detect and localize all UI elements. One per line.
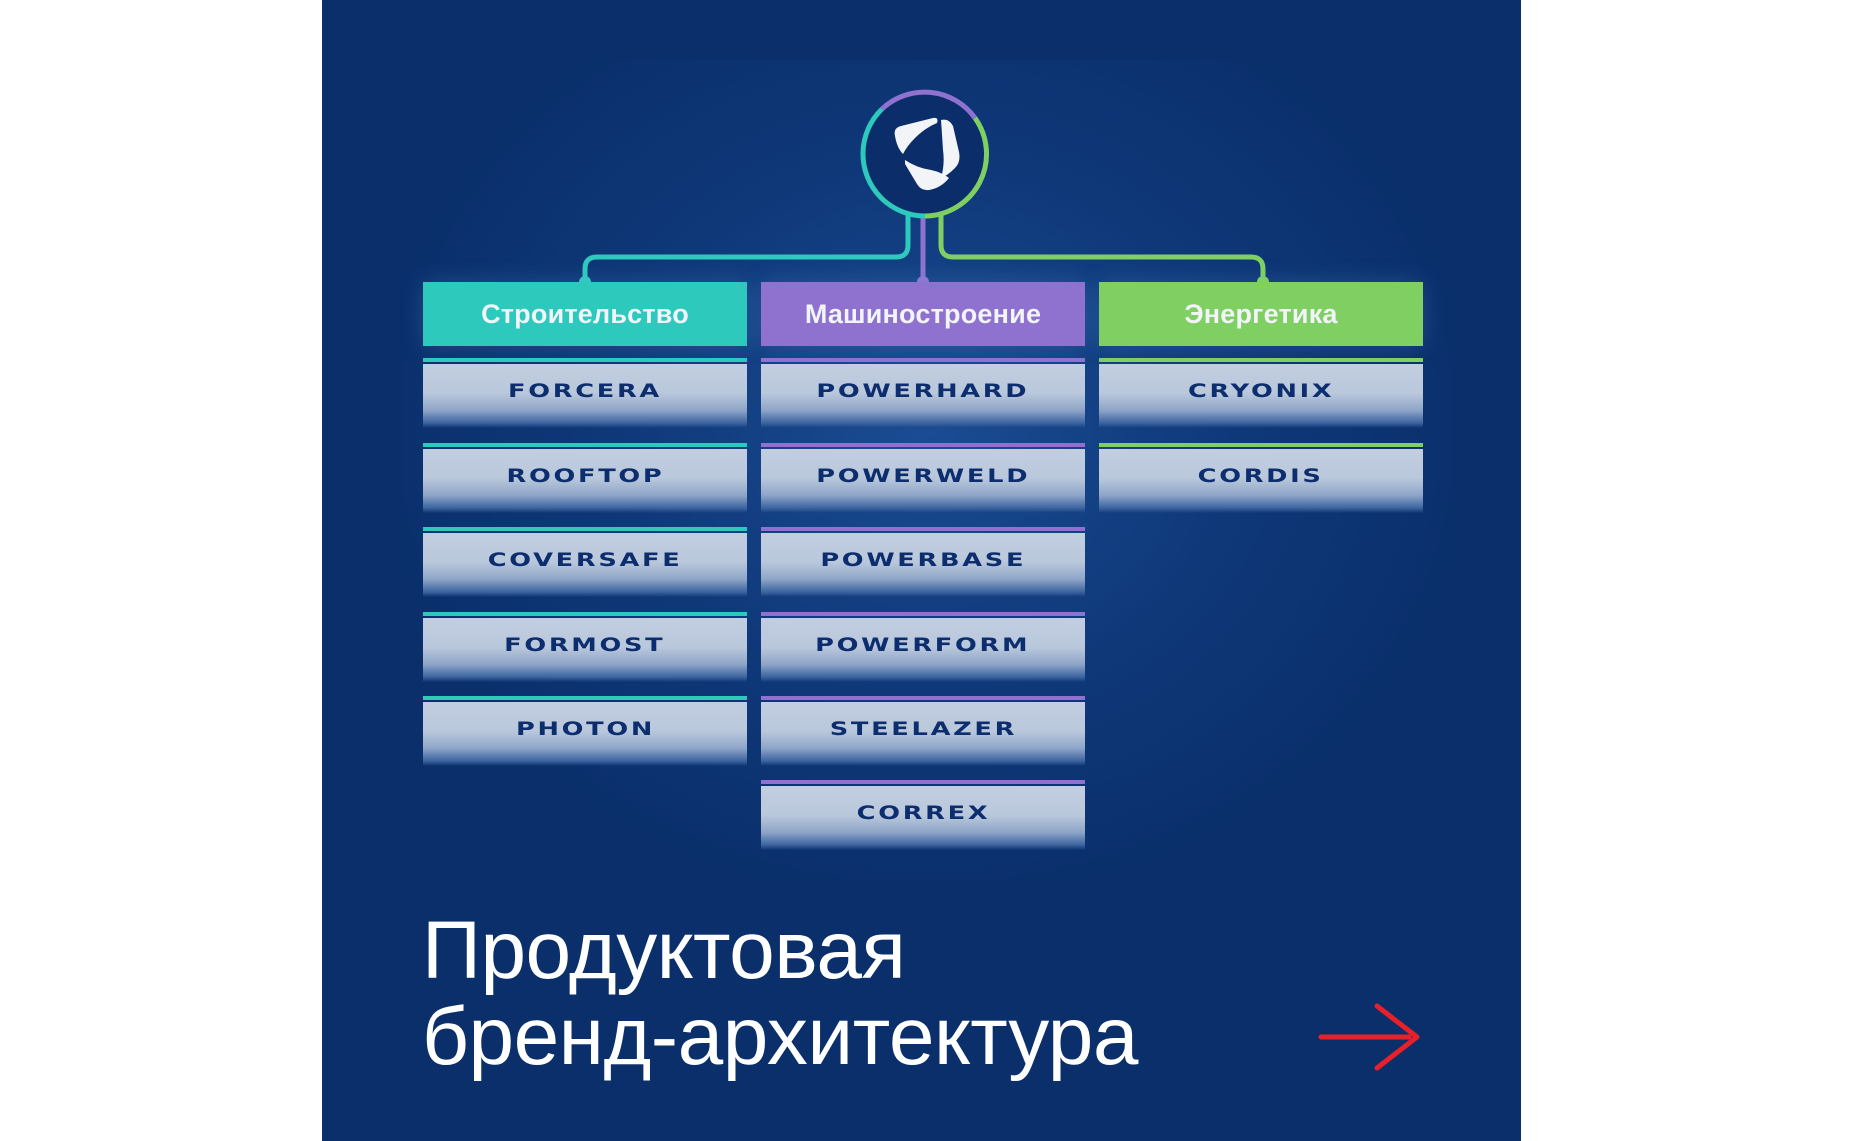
brand-item[interactable]: ROOFTOP: [423, 443, 747, 513]
brand-item[interactable]: POWERBASE: [761, 527, 1085, 597]
brand-item[interactable]: PHOTON: [423, 696, 747, 766]
brand-logo: [863, 92, 987, 216]
brand-item[interactable]: CORDIS: [1099, 443, 1423, 513]
item-accent-line: [761, 696, 1085, 700]
brand-item[interactable]: POWERHARD: [761, 358, 1085, 428]
category-column-construction: Строительство FORCERA ROOFTOP COVERSAFE …: [423, 282, 747, 766]
item-accent-line: [1099, 358, 1423, 362]
brand-name: PHOTON: [515, 718, 655, 740]
brand-name: FORCERA: [508, 380, 662, 402]
item-accent-line: [423, 696, 747, 700]
title-line-1: Продуктовая: [422, 905, 906, 996]
brand-item[interactable]: FORCERA: [423, 358, 747, 428]
item-accent-line: [761, 443, 1085, 447]
brand-item[interactable]: FORMOST: [423, 612, 747, 682]
category-column-energy: Энергетика CRYONIX CORDIS: [1099, 282, 1423, 513]
brand-name: STEELAZER: [829, 718, 1017, 740]
category-header-construction: Строительство: [423, 282, 747, 346]
category-header-engineering: Машиностроение: [761, 282, 1085, 346]
brand-name: POWERWELD: [816, 465, 1030, 487]
item-accent-line: [1099, 443, 1423, 447]
brand-name: POWERHARD: [816, 380, 1030, 402]
item-accent-line: [761, 358, 1085, 362]
brand-logo-icon: [894, 117, 960, 191]
brand-item[interactable]: STEELAZER: [761, 696, 1085, 766]
brand-name: CORDIS: [1198, 465, 1324, 487]
item-accent-line: [423, 527, 747, 531]
brand-name: POWERBASE: [820, 549, 1026, 571]
item-accent-line: [423, 612, 747, 616]
item-accent-line: [761, 780, 1085, 784]
category-column-engineering: Машиностроение POWERHARD POWERWELD POWER…: [761, 282, 1085, 850]
item-accent-line: [423, 443, 747, 447]
brand-name: ROOFTOP: [506, 465, 664, 487]
slide-panel: Строительство FORCERA ROOFTOP COVERSAFE …: [322, 0, 1521, 1141]
item-accent-line: [423, 358, 747, 362]
brand-item[interactable]: COVERSAFE: [423, 527, 747, 597]
brand-name: COVERSAFE: [487, 549, 683, 571]
brand-item[interactable]: CRYONIX: [1099, 358, 1423, 428]
arrow-right-icon[interactable]: [1317, 1000, 1427, 1075]
brand-name: CORREX: [856, 802, 990, 824]
brand-item[interactable]: POWERWELD: [761, 443, 1085, 513]
item-accent-line: [761, 612, 1085, 616]
category-header-energy: Энергетика: [1099, 282, 1423, 346]
brand-item[interactable]: POWERFORM: [761, 612, 1085, 682]
item-accent-line: [761, 527, 1085, 531]
brand-name: POWERFORM: [815, 634, 1031, 656]
brand-name: FORMOST: [504, 634, 666, 656]
page-title: Продуктовая бренд-архитектура: [422, 905, 1139, 1082]
connector-lines: [579, 89, 1269, 288]
title-line-2: бренд-архитектура: [422, 991, 1139, 1082]
brand-item[interactable]: CORREX: [761, 780, 1085, 850]
brand-name: CRYONIX: [1187, 380, 1335, 402]
